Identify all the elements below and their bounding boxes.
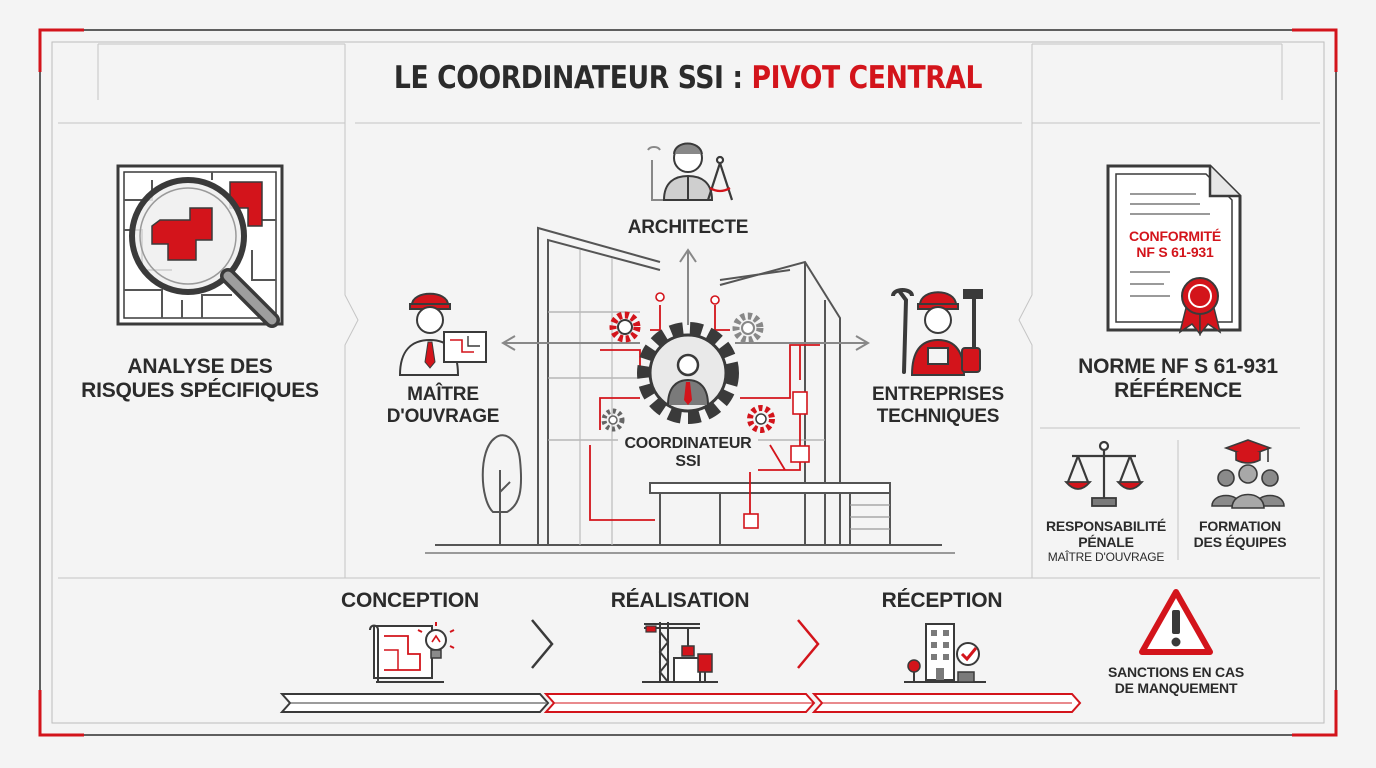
architect-icon	[647, 142, 734, 201]
crane-construction-icon	[642, 622, 718, 683]
sanctions-line2: DE MANQUEMENT	[1114, 680, 1238, 697]
phase-reception-label: RÉCEPTION	[881, 589, 1003, 612]
contractors-label: ENTREPRISES TECHNIQUES	[858, 384, 1018, 428]
risk-analysis-label: ANALYSE DES RISQUES SPÉCIFIQUES	[60, 355, 340, 403]
sanctions-line1: SANCTIONS EN CAS	[1107, 664, 1245, 680]
coordinator-gear-icon	[637, 322, 739, 424]
liability-line1: RESPONSABILITÉ	[1045, 518, 1167, 534]
contractors-line2: TECHNIQUES	[876, 405, 1000, 427]
architect-label: ARCHITECTE	[627, 217, 749, 238]
risk-analysis-line2: RISQUES SPÉCIFIQUES	[81, 379, 319, 403]
gear-small-icons	[601, 311, 775, 433]
certificate-line2: NF S 61-931	[1136, 244, 1214, 261]
contractor-icon	[891, 288, 983, 376]
risk-analysis-line1: ANALYSE DES	[127, 355, 273, 378]
phase-realisation-label: RÉALISATION	[610, 589, 750, 612]
norm-label: NORME NF S 61-931 RÉFÉRENCE	[1040, 355, 1316, 403]
certificate-line1: CONFORMITÉ	[1128, 228, 1222, 244]
page-title: LE COORDINATEUR SSI : PIVOT CENTRAL	[96, 60, 1279, 96]
owner-line2: D'OUVRAGE	[386, 405, 500, 427]
coordinator-line1: COORDINATEUR	[624, 435, 752, 452]
sanctions-label: SANCTIONS EN CAS DE MANQUEMENT	[1096, 664, 1256, 696]
coordinator-line2: SSI	[675, 453, 701, 471]
certificate-icon	[1106, 164, 1242, 337]
chevron-right-icon	[531, 619, 554, 669]
contractors-line1: ENTREPRISES	[872, 384, 1004, 405]
title-main: LE COORDINATEUR SSI :	[393, 60, 752, 96]
owner-line1: MAÎTRE	[407, 384, 479, 405]
liability-line2: PÉNALE	[1078, 534, 1134, 551]
building-check-icon	[904, 623, 986, 683]
training-label: FORMATION DES ÉQUIPES	[1180, 518, 1300, 550]
title-highlight: PIVOT CENTRAL	[751, 60, 983, 96]
norm-line2: RÉFÉRENCE	[1114, 379, 1242, 403]
owner-label: MAÎTRE D'OUVRAGE	[368, 384, 518, 428]
team-training-icon	[1211, 439, 1285, 509]
risk-analysis-magnifier-icon	[116, 164, 284, 328]
chevron-right-icon	[797, 619, 820, 669]
owner-icon	[398, 292, 487, 376]
liability-label: RESPONSABILITÉ PÉNALE MAÎTRE D'OUVRAGE	[1036, 518, 1176, 565]
liability-sub: MAÎTRE D'OUVRAGE	[1047, 550, 1165, 565]
tree-icon	[481, 434, 523, 545]
certificate-text: CONFORMITÉ NF S 61-931	[1110, 228, 1240, 260]
norm-line1: NORME NF S 61-931	[1078, 355, 1278, 378]
circuit-lines	[589, 305, 820, 521]
coordinator-label: COORDINATEUR SSI	[618, 435, 758, 472]
building-outline	[425, 226, 955, 554]
warning-icon	[1139, 589, 1213, 655]
training-line1: FORMATION	[1199, 518, 1281, 534]
scales-of-justice-icon	[1064, 440, 1144, 507]
building-diagram	[398, 142, 983, 554]
training-line2: DES ÉQUIPES	[1193, 534, 1287, 551]
blueprint-lightbulb-icon	[369, 622, 455, 683]
phase-conception-label: CONCEPTION	[340, 589, 479, 612]
